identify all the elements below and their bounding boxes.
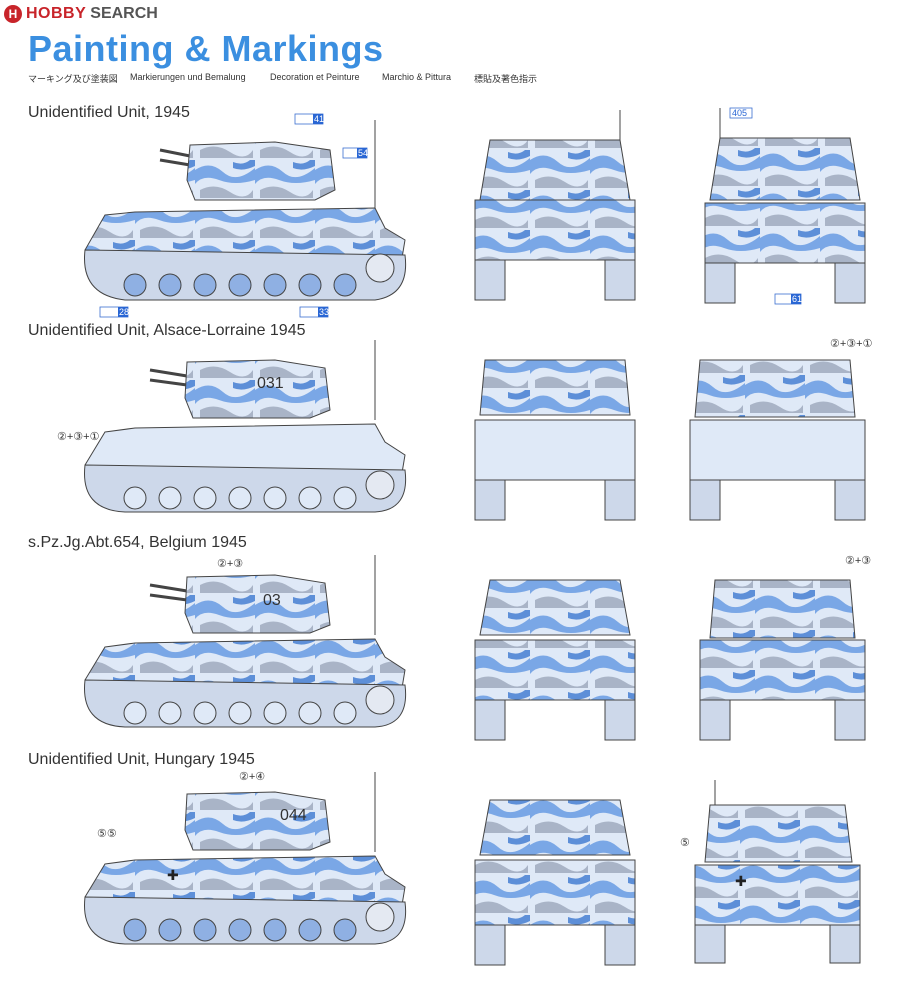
subtitle-chinese: 標貼及著色指示 [474, 74, 538, 84]
rear-view-3: ②+③ [699, 555, 871, 741]
side-callout-4b: ⑤⑤ [97, 828, 117, 840]
front-view-1 [474, 110, 636, 301]
subtitle-row: マーキング及び塗装図 Markierungen und Bemalung Dec… [28, 72, 554, 85]
rear-view-1: 405 61 [704, 107, 866, 305]
rear-callout-4: ⑤ [680, 837, 690, 849]
callout-33-num: 33 [319, 307, 329, 317]
logo-mark-icon: H [4, 5, 22, 23]
section-label-2: Unidentified Unit, Alsace-Lorraine 1945 [28, 322, 306, 339]
section-label-4: Unidentified Unit, Hungary 1945 [28, 751, 255, 768]
side-view-4: 044 ②+④ ⑤⑤ ✚ [84, 771, 407, 945]
logo-hobby-text: HOBBY [26, 5, 87, 22]
callout-405-num: 405 [732, 108, 747, 118]
section-label-1: Unidentified Unit, 1945 [28, 104, 190, 121]
callout-61-num: 61 [792, 294, 802, 304]
section-label-3: s.Pz.Jg.Abt.654, Belgium 1945 [28, 534, 247, 551]
callout-61: 61 [774, 293, 802, 305]
side-callout-4: ②+④ [239, 771, 265, 783]
side-view-3: 03 ②+③ [84, 555, 407, 728]
front-view-3 [474, 579, 636, 741]
callout-54: 54 [342, 147, 368, 159]
side-number-044: 044 [280, 807, 307, 824]
rear-view-4: ⑤ ✚ [680, 780, 861, 964]
subtitle-italian: Marchio & Pittura [382, 72, 452, 82]
rear-view-2: ②+③+① [689, 338, 873, 521]
subtitle-french: Decoration et Peinture [270, 72, 360, 82]
svg-text:✚: ✚ [167, 867, 179, 883]
rear-callout-3: ②+③ [845, 555, 871, 567]
callout-33: 33 [299, 306, 329, 318]
callout-405: 405 [729, 107, 753, 119]
callout-54-num: 54 [358, 148, 368, 158]
side-view-2: 031 ②+③+① [57, 340, 407, 513]
subtitle-german: Markierungen und Bemalung [130, 72, 246, 82]
svg-text:✚: ✚ [735, 873, 747, 889]
callout-41-num: 41 [314, 114, 324, 124]
front-view-2 [474, 359, 636, 521]
side-number-031: 031 [257, 375, 284, 392]
callout-41: 41 [294, 113, 324, 125]
callout-28-num: 28 [119, 307, 129, 317]
side-callout-2: ②+③+① [57, 431, 100, 443]
subtitle-japanese: マーキング及び塗装図 [28, 74, 118, 84]
front-view-4 [474, 799, 636, 966]
side-number-03: 03 [263, 592, 281, 609]
side-view-1: 41 54 28 33 [84, 113, 407, 318]
side-callout-3: ②+③ [217, 558, 243, 570]
page-title: Painting & Markings [28, 28, 384, 69]
hobbysearch-logo: H HOBBY SEARCH [4, 4, 158, 24]
callout-28: 28 [99, 306, 129, 318]
rear-callout-2: ②+③+① [830, 338, 873, 350]
logo-search-text: SEARCH [90, 5, 158, 22]
